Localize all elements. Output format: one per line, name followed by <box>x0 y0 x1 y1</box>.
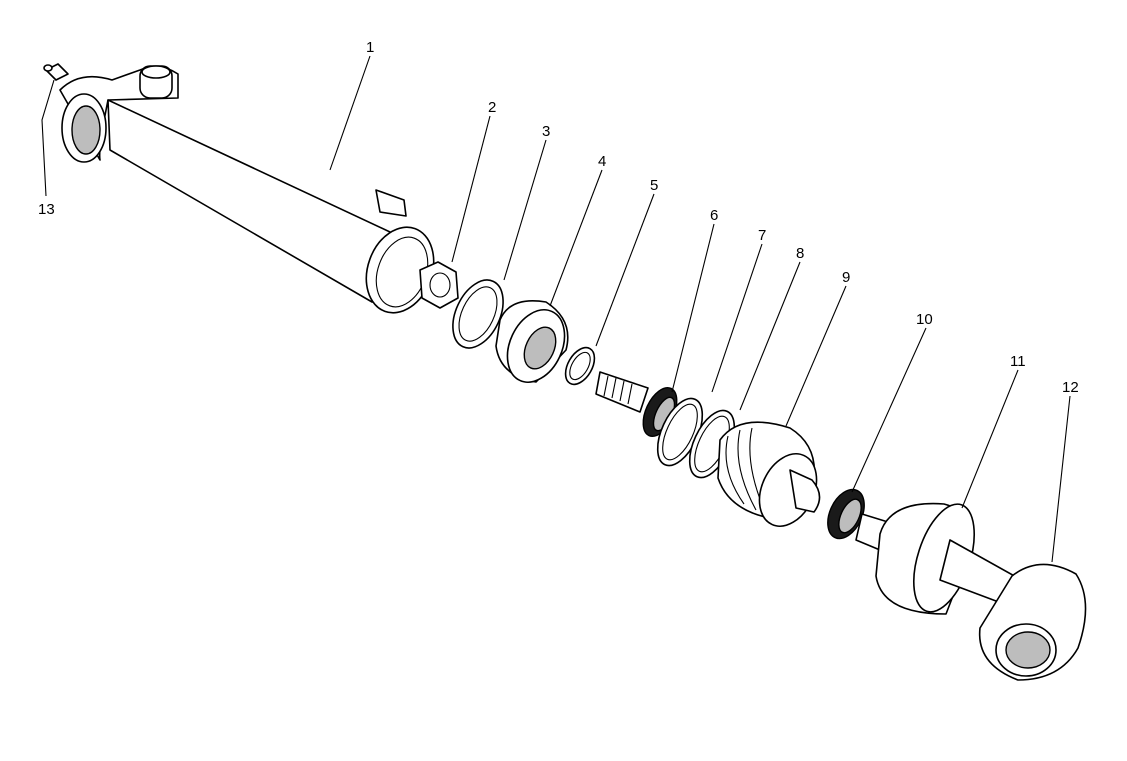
seal-ring-3 <box>452 279 504 349</box>
piston <box>495 300 569 383</box>
leader-5 <box>595 193 655 347</box>
callout-labels: 1 2 3 4 5 6 7 8 9 10 11 12 13 <box>38 39 1079 396</box>
leader-1 <box>329 55 371 171</box>
leader-12 <box>1051 395 1071 563</box>
leader-7 <box>711 243 763 393</box>
callout-2: 2 <box>488 99 496 116</box>
rod-eye <box>939 539 1087 681</box>
gland <box>717 421 821 527</box>
callout-3: 3 <box>542 123 550 140</box>
cylinder-barrel <box>59 65 435 314</box>
callout-5: 5 <box>650 177 658 194</box>
leader-9 <box>785 285 847 427</box>
callout-12: 12 <box>1062 379 1079 396</box>
leader-4 <box>549 169 603 307</box>
leader-lines <box>41 55 1071 563</box>
leader-3 <box>503 139 547 281</box>
leader-8 <box>739 261 801 411</box>
grease-nipple <box>43 63 69 81</box>
leader-10 <box>851 327 927 493</box>
callout-6: 6 <box>710 207 718 224</box>
callout-4: 4 <box>598 153 606 170</box>
leader-6 <box>671 223 715 393</box>
callout-10: 10 <box>916 311 933 328</box>
nut <box>419 261 459 309</box>
callout-8: 8 <box>796 245 804 262</box>
callout-11: 11 <box>1010 353 1026 370</box>
leader-2 <box>451 115 491 263</box>
callout-9: 9 <box>842 269 850 286</box>
o-ring-5 <box>564 346 596 386</box>
callout-1: 1 <box>366 39 374 56</box>
leader-11 <box>961 369 1019 509</box>
leader-13 <box>41 79 55 197</box>
threaded-rod-end <box>595 371 649 413</box>
callout-7: 7 <box>758 227 766 244</box>
wiper-seal-10 <box>827 488 865 540</box>
callout-13: 13 <box>38 201 55 218</box>
